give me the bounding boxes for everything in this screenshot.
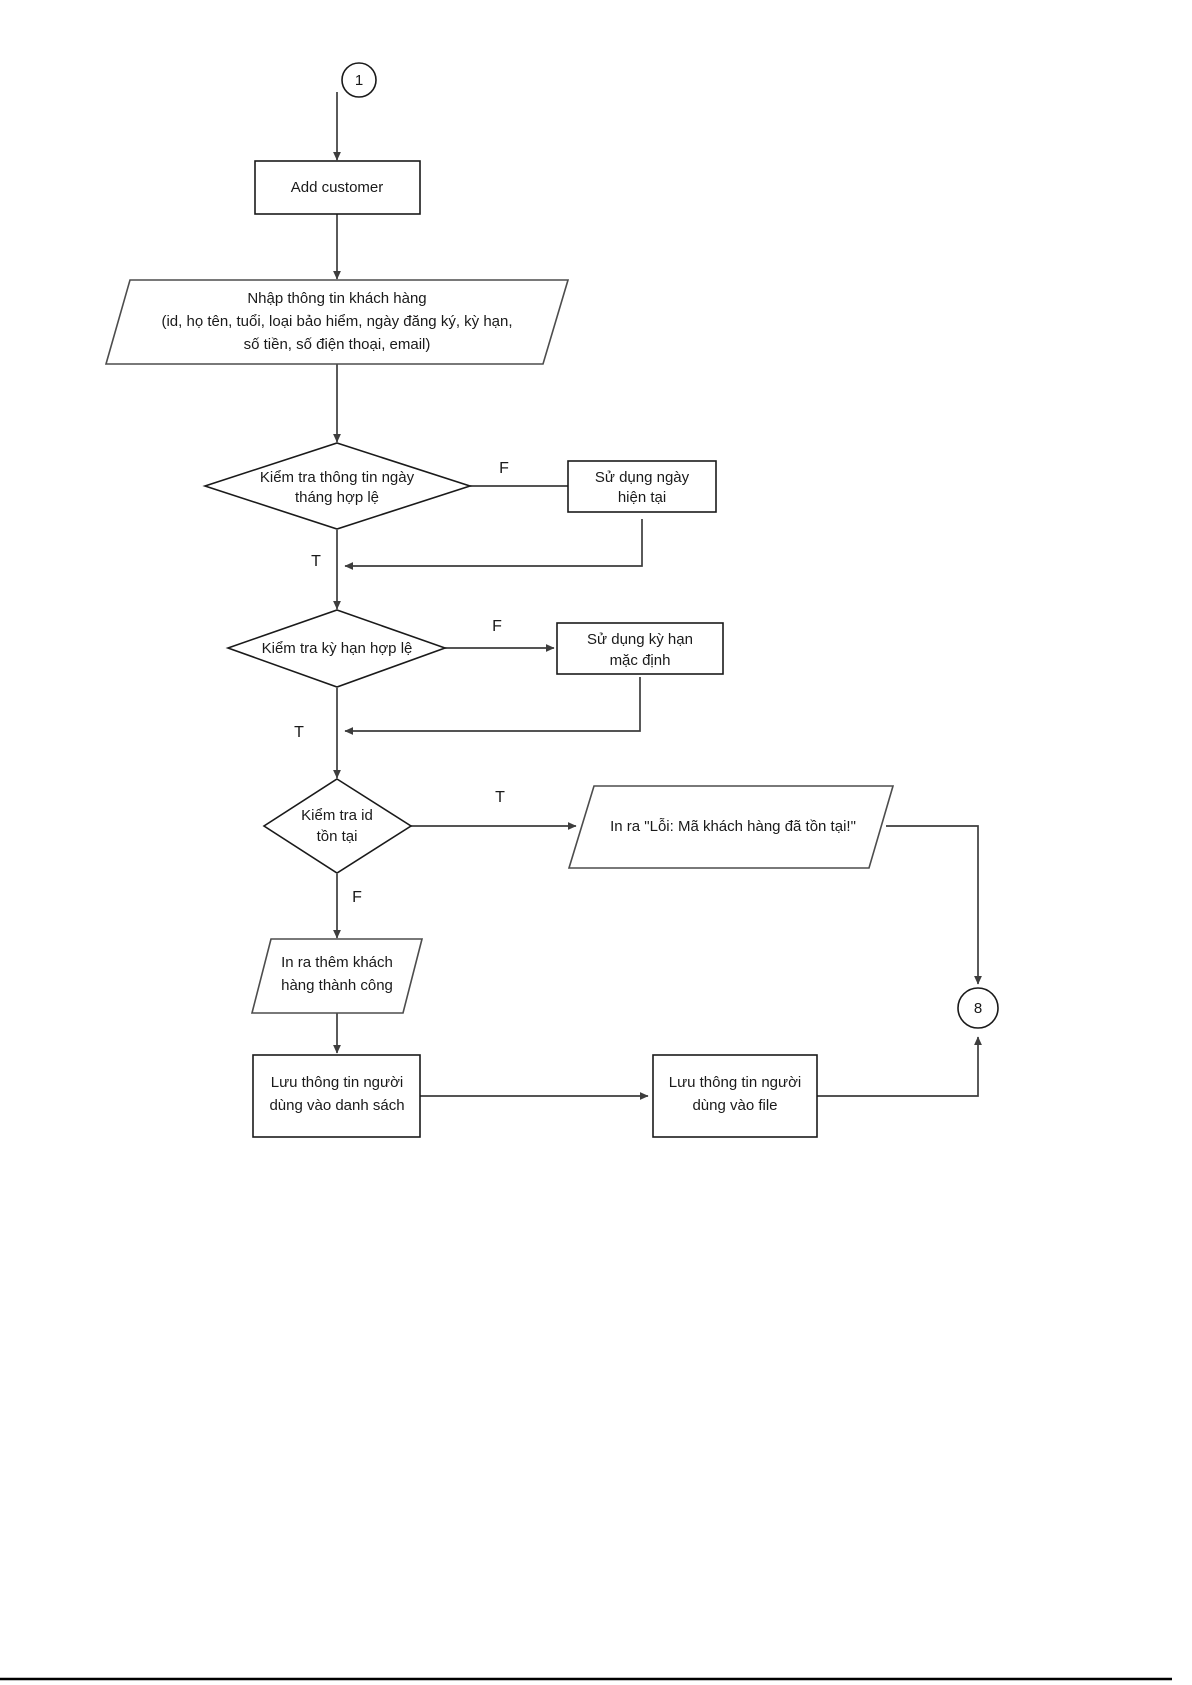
use-default-term-line2: mặc định <box>610 652 671 669</box>
end-connector-label: 8 <box>974 1000 982 1017</box>
save-to-list-line1: Lưu thông tin người <box>271 1074 404 1091</box>
save-to-file-line2: dùng vào file <box>692 1097 777 1114</box>
save-to-file-line1: Lưu thông tin người <box>669 1074 802 1091</box>
edge-print-error-to-end-connector <box>886 825 982 985</box>
node-check-id-exists[interactable]: Kiểm tra id tồn tại <box>262 778 413 874</box>
edge-label-term-true: T <box>294 724 304 741</box>
edge-use-current-date-return <box>344 519 643 570</box>
input-info-line1: Nhập thông tin khách hàng <box>247 290 426 307</box>
check-date-line2: tháng hợp lệ <box>295 489 379 506</box>
edge-label-id-false: F <box>352 889 362 906</box>
node-start-connector[interactable]: 1 <box>341 62 377 98</box>
edge-label-date-true: T <box>311 553 321 570</box>
print-error-line1: In ra "Lỗi: Mã khách hàng đã tồn tại!" <box>610 818 856 835</box>
node-print-error[interactable]: In ra "Lỗi: Mã khách hàng đã tồn tại!" <box>567 785 895 869</box>
start-connector-label: 1 <box>355 72 363 89</box>
node-save-to-file[interactable]: Lưu thông tin người dùng vào file <box>652 1054 818 1138</box>
input-info-line3: số tiền, số điện thoại, email) <box>244 336 431 353</box>
input-info-line2: (id, họ tên, tuổi, loại bảo hiểm, ngày đ… <box>161 313 512 330</box>
check-date-line1: Kiểm tra thông tin ngày <box>260 469 415 486</box>
node-use-current-date[interactable]: Sử dụng ngày hiện tại <box>567 460 717 513</box>
node-check-term[interactable]: Kiểm tra kỳ hạn hợp lệ <box>225 609 448 688</box>
check-id-line1: Kiểm tra id <box>301 807 373 824</box>
print-success-line1: In ra thêm khách <box>281 954 393 971</box>
edge-label-id-true: T <box>495 789 505 806</box>
use-current-date-line2: hiện tại <box>618 489 666 506</box>
node-print-success[interactable]: In ra thêm khách hàng thành công <box>250 938 424 1014</box>
use-current-date-line1: Sử dụng ngày <box>595 469 690 486</box>
use-default-term-line1: Sử dụng kỳ hạn <box>587 631 693 648</box>
node-save-to-list[interactable]: Lưu thông tin người dùng vào danh sách <box>252 1054 421 1138</box>
node-check-date[interactable]: Kiểm tra thông tin ngày tháng hợp lệ <box>202 442 473 530</box>
edge-label-date-false: F <box>499 460 509 477</box>
check-id-line2: tồn tại <box>317 828 358 845</box>
node-input-info[interactable]: Nhập thông tin khách hàng (id, họ tên, t… <box>104 279 570 365</box>
save-to-list-line2: dùng vào danh sách <box>269 1097 404 1114</box>
edge-use-default-term-return <box>344 677 641 735</box>
print-success-line2: hàng thành công <box>281 977 393 994</box>
add-customer-label: Add customer <box>291 179 384 196</box>
node-use-default-term[interactable]: Sử dụng kỳ hạn mặc định <box>556 622 724 675</box>
node-end-connector[interactable]: 8 <box>957 987 999 1029</box>
edge-save-file-to-end-connector <box>817 1036 982 1097</box>
node-add-customer[interactable]: Add customer <box>254 160 421 215</box>
check-term-line1: Kiểm tra kỳ hạn hợp lệ <box>262 640 413 657</box>
edge-label-term-false: F <box>492 618 502 635</box>
